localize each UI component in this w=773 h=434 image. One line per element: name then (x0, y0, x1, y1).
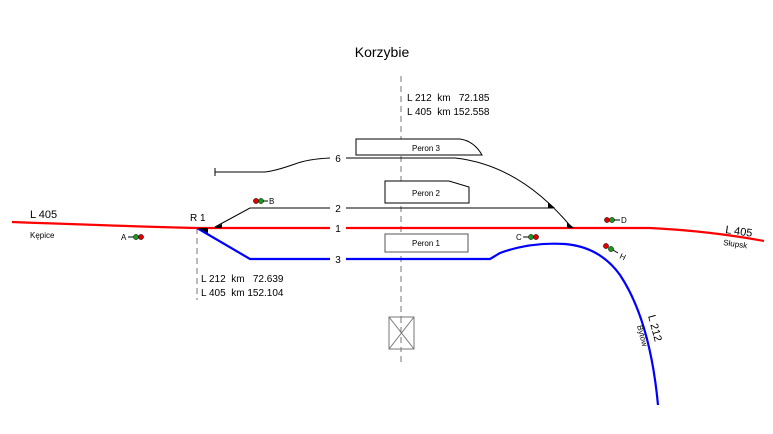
svg-text:Peron 2: Peron 2 (412, 189, 441, 198)
east-line-label: L 405 (725, 224, 754, 240)
east-direction-label: Słupsk (723, 238, 749, 250)
signal-b[interactable]: B (253, 197, 274, 206)
svg-text:B: B (269, 197, 274, 206)
signal-d[interactable]: D (604, 216, 627, 225)
switch-marker-icon (548, 202, 555, 208)
track-2-number: 2 (335, 204, 341, 215)
svg-text:Peron 1: Peron 1 (412, 239, 441, 248)
svg-text:D: D (621, 216, 627, 225)
switch-marker-icon (197, 228, 208, 233)
track-1 (11, 220, 765, 243)
svg-text:H: H (618, 252, 627, 263)
track-3-number: 3 (335, 255, 341, 266)
switch-marker-icon (567, 222, 574, 228)
track-3 (196, 227, 660, 406)
km-r1-line2: L 405 km 152.104 (201, 288, 284, 299)
svg-text:Peron 3: Peron 3 (412, 144, 441, 153)
signal-h[interactable]: H (603, 243, 627, 262)
track-6-number: 6 (335, 154, 341, 165)
track-6 (214, 157, 573, 229)
track-1-number: 1 (335, 224, 341, 235)
platform-3: Peron 3 (355, 138, 483, 156)
station-title: Korzybie (355, 44, 410, 60)
svg-text:C: C (516, 233, 522, 242)
svg-text:A: A (121, 233, 127, 242)
south-direction-label: Bytów (635, 324, 649, 348)
west-direction-label: Kępice (30, 231, 55, 240)
switch-marker-icon (214, 224, 222, 228)
km-r1-line1: L 212 km 72.639 (201, 274, 284, 285)
signal-a[interactable]: A (121, 233, 144, 242)
platform-1: Peron 1 (384, 233, 469, 253)
switch-label: R 1 (190, 213, 206, 224)
platform-2: Peron 2 (384, 180, 470, 204)
signal-c[interactable]: C (516, 233, 539, 242)
km-top-line1: L 212 km 72.185 (407, 93, 490, 104)
track-2 (214, 207, 553, 228)
west-line-label: L 405 (30, 209, 57, 221)
km-top-line2: L 405 km 152.558 (407, 107, 490, 118)
